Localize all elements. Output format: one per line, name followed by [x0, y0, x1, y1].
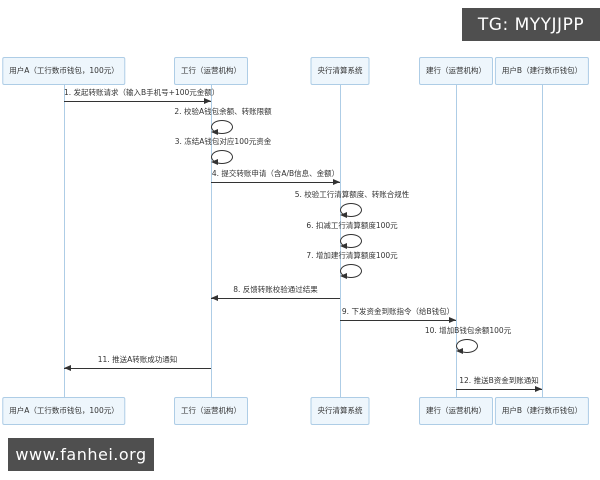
actor-userB-top: 用户B（建行数币钱包）	[494, 57, 590, 85]
message-9-line	[340, 320, 456, 321]
actor-ccb-bottom: 建行（运营机构）	[419, 397, 493, 425]
message-12-line	[456, 389, 542, 390]
message-1-line	[64, 101, 211, 102]
message-8-label: 8. 反馈转账校验通过结果	[233, 285, 318, 294]
watermark-telegram-badge: TG: MYYJJPP	[462, 8, 600, 41]
lifeline-userB	[541, 85, 543, 397]
message-5-self-loop	[340, 203, 362, 217]
message-9-arrowhead	[449, 317, 456, 323]
lifeline-icbc	[210, 85, 212, 397]
lifeline-userA	[63, 85, 65, 397]
lifeline-ccb	[455, 85, 457, 397]
actor-icbc-top: 工行（运营机构）	[174, 57, 248, 85]
message-4-line	[211, 182, 340, 183]
message-5-arrowhead	[340, 212, 347, 218]
actor-pboc-bottom: 央行清算系统	[310, 397, 370, 425]
message-4-label: 4. 提交转账申请（含A/B信息、金额）	[211, 169, 340, 178]
message-2-arrowhead	[211, 129, 218, 135]
watermark-site-badge: www.fanhei.org	[8, 438, 154, 471]
actor-userA-bottom: 用户A（工行数币钱包，100元）	[2, 397, 126, 425]
actor-ccb-top: 建行（运营机构）	[419, 57, 493, 85]
message-12-arrowhead	[535, 386, 542, 392]
message-12-label: 12. 推送B资金到账通知	[459, 376, 539, 385]
message-10-arrowhead	[456, 348, 463, 354]
message-1-label: 1. 发起转账请求（输入B手机号+100元金额）	[64, 88, 220, 97]
actor-userB-bottom: 用户B（建行数币钱包）	[494, 397, 590, 425]
actor-pboc-top: 央行清算系统	[310, 57, 370, 85]
actor-userA-top: 用户A（工行数币钱包，100元）	[2, 57, 126, 85]
message-3-label: 3. 冻结A钱包对应100元资金	[174, 137, 272, 146]
message-6-self-loop	[340, 234, 362, 248]
message-8-line	[211, 298, 340, 299]
message-3-arrowhead	[211, 159, 218, 165]
message-3-self-loop	[211, 150, 233, 164]
message-7-self-loop	[340, 264, 362, 278]
message-2-self-loop	[211, 120, 233, 134]
message-5-label: 5. 校验工行清算额度、转账合规性	[294, 190, 410, 199]
message-6-label: 6. 扣减工行清算额度100元	[306, 221, 398, 230]
message-7-arrowhead	[340, 273, 347, 279]
message-1-arrowhead	[204, 98, 211, 104]
actor-icbc-bottom: 工行（运营机构）	[174, 397, 248, 425]
message-10-label: 10. 增加B钱包余额100元	[424, 326, 512, 335]
message-9-label: 9. 下发资金到账指令（给B钱包）	[341, 307, 455, 316]
message-6-arrowhead	[340, 243, 347, 249]
message-10-self-loop	[456, 339, 478, 353]
message-4-arrowhead	[333, 179, 340, 185]
message-11-arrowhead	[64, 365, 71, 371]
message-11-label: 11. 推送A转账成功通知	[97, 355, 178, 364]
message-7-label: 7. 增加建行清算额度100元	[306, 251, 398, 260]
message-8-arrowhead	[211, 295, 218, 301]
message-2-label: 2. 校验A钱包余额、转账限额	[174, 107, 272, 116]
message-11-line	[64, 368, 211, 369]
